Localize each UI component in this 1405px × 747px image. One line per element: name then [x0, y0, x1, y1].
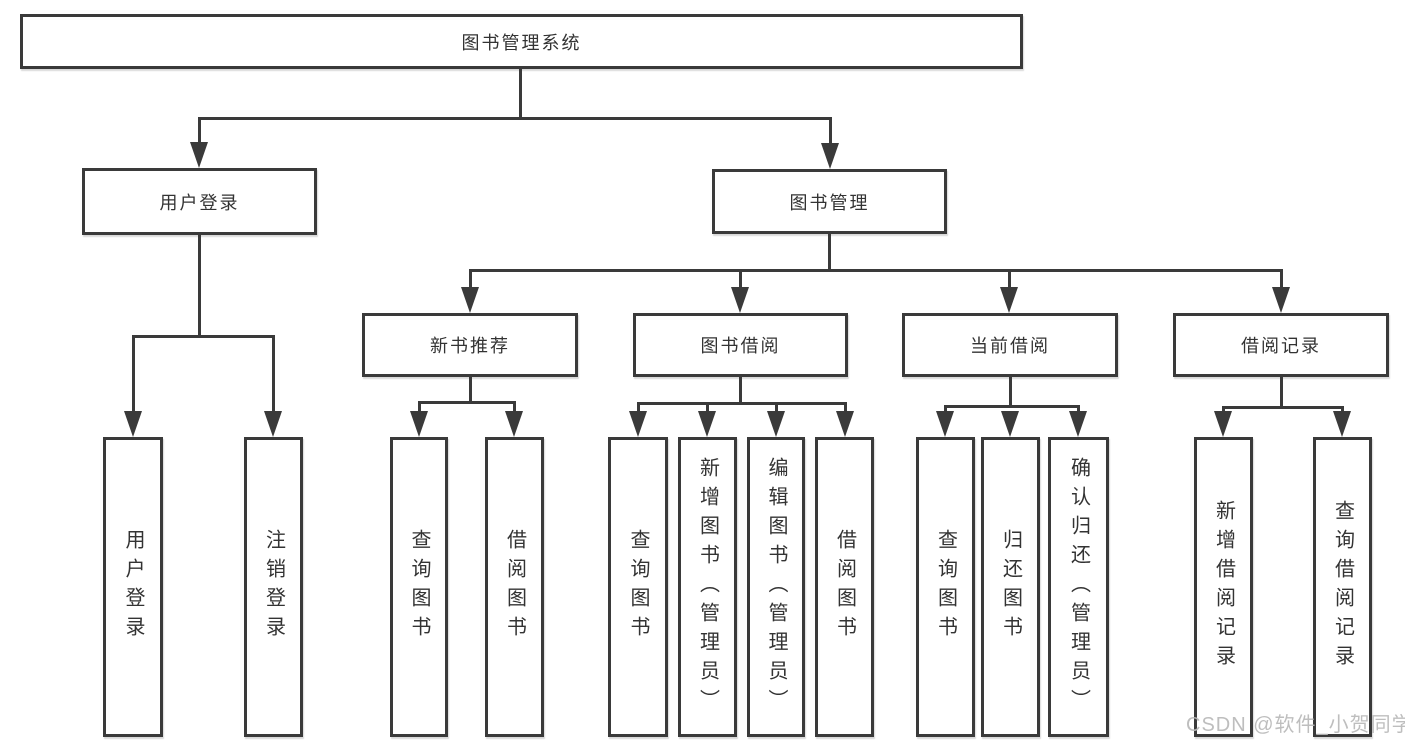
leaf-cb-query-book-label: 查询图书 [934, 529, 957, 645]
connector-line [637, 402, 846, 405]
connector-line [519, 69, 522, 119]
arrow-down-icon [1333, 411, 1351, 437]
node-user-login-label: 用户登录 [159, 192, 240, 213]
connector-line [1077, 405, 1080, 414]
connector-line [469, 269, 472, 291]
node-current-borrow-label: 当前借阅 [970, 336, 1050, 356]
connector-line [944, 405, 947, 414]
connector-line [198, 235, 201, 338]
leaf-cb-return-book-label: 归还图书 [999, 529, 1022, 645]
arrow-down-icon [264, 411, 282, 437]
connector-line [132, 335, 135, 413]
leaf-bb-edit-book-admin-label: 编辑图书（管理员） [765, 456, 787, 718]
connector-line [198, 117, 832, 120]
connector-line [828, 234, 831, 272]
arrow-down-icon [1069, 411, 1087, 437]
connector-line [418, 401, 421, 414]
connector-line [829, 117, 832, 145]
leaf-nb-query-book: 查询图书 [390, 437, 448, 737]
node-book-management: 图书管理 [712, 169, 947, 234]
node-current-borrow: 当前借阅 [902, 313, 1118, 377]
leaf-cb-confirm-return-admin-label: 确认归还（管理员） [1067, 456, 1090, 718]
connector-line [272, 335, 275, 413]
connector-line [706, 402, 709, 414]
arrow-down-icon [836, 411, 854, 437]
leaf-cb-query-book: 查询图书 [916, 437, 975, 737]
node-book-borrow: 图书借阅 [633, 313, 848, 377]
leaf-bb-borrow-book: 借阅图书 [815, 437, 874, 737]
connector-line [513, 401, 516, 414]
arrow-down-icon [410, 411, 428, 437]
leaf-nb-borrow-book-label: 借阅图书 [503, 529, 526, 645]
arrow-down-icon [1000, 287, 1018, 313]
connector-line [1008, 269, 1011, 291]
connector-line [637, 402, 640, 414]
connector-line [469, 269, 1283, 272]
connector-line [1009, 377, 1012, 408]
arrow-down-icon [1272, 287, 1290, 313]
leaf-bb-borrow-book-label: 借阅图书 [833, 529, 856, 645]
leaf-br-add-record-label: 新增借阅记录 [1212, 500, 1235, 674]
leaf-br-add-record: 新增借阅记录 [1194, 437, 1253, 737]
connector-line [1280, 269, 1283, 291]
arrow-down-icon [731, 287, 749, 313]
leaf-bb-edit-book-admin: 编辑图书（管理员） [747, 437, 805, 737]
node-book-borrow-label: 图书借阅 [700, 336, 781, 356]
leaf-logout-login: 注销登录 [244, 437, 303, 737]
node-borrow-record: 借阅记录 [1173, 313, 1389, 377]
node-new-book-recommend-label: 新书推荐 [430, 336, 510, 356]
leaf-user-login: 用户登录 [103, 437, 163, 737]
leaf-cb-return-book: 归还图书 [981, 437, 1040, 737]
leaf-bb-query-book: 查询图书 [608, 437, 668, 737]
arrow-down-icon [767, 411, 785, 437]
connector-line [739, 377, 742, 405]
leaf-cb-confirm-return-admin: 确认归还（管理员） [1048, 437, 1109, 737]
connector-line [1222, 406, 1344, 409]
node-user-login: 用户登录 [82, 168, 317, 235]
node-library-management-system-label: 图书管理系统 [461, 32, 582, 53]
leaf-nb-query-book-label: 查询图书 [408, 529, 430, 645]
connector-line [1341, 406, 1344, 414]
leaf-bb-add-book-admin: 新增图书（管理员） [678, 437, 737, 737]
leaf-nb-borrow-book: 借阅图书 [485, 437, 544, 737]
connector-line [844, 402, 847, 414]
node-new-book-recommend: 新书推荐 [362, 313, 578, 377]
leaf-user-login-label: 用户登录 [122, 529, 144, 645]
connector-line [132, 335, 275, 338]
leaf-logout-login-label: 注销登录 [262, 529, 285, 645]
arrow-down-icon [698, 411, 716, 437]
connector-line [775, 402, 778, 414]
arrow-down-icon [505, 411, 523, 437]
leaf-bb-add-book-admin-label: 新增图书（管理员） [696, 456, 719, 718]
connector-line [739, 269, 742, 291]
connector-line [1222, 406, 1225, 414]
leaf-bb-query-book-label: 查询图书 [627, 529, 649, 645]
arrow-down-icon [821, 143, 839, 169]
node-book-management-label: 图书管理 [789, 192, 870, 213]
arrow-down-icon [461, 287, 479, 313]
node-library-management-system: 图书管理系统 [20, 14, 1023, 69]
connector-line [469, 377, 472, 404]
connector-line [418, 401, 516, 404]
arrow-down-icon [1214, 411, 1232, 437]
arrow-down-icon [190, 142, 208, 168]
arrow-down-icon [124, 411, 142, 437]
leaf-br-query-record: 查询借阅记录 [1313, 437, 1372, 737]
connector-line [1280, 377, 1283, 409]
leaf-br-query-record-label: 查询借阅记录 [1331, 500, 1354, 674]
connector-line [944, 405, 1080, 408]
connector-line [198, 117, 201, 145]
arrow-down-icon [936, 411, 954, 437]
arrow-down-icon [1001, 411, 1019, 437]
node-borrow-record-label: 借阅记录 [1241, 336, 1321, 356]
arrow-down-icon [629, 411, 647, 437]
csdn-watermark: CSDN @软件_小贺同学 [1186, 714, 1405, 736]
